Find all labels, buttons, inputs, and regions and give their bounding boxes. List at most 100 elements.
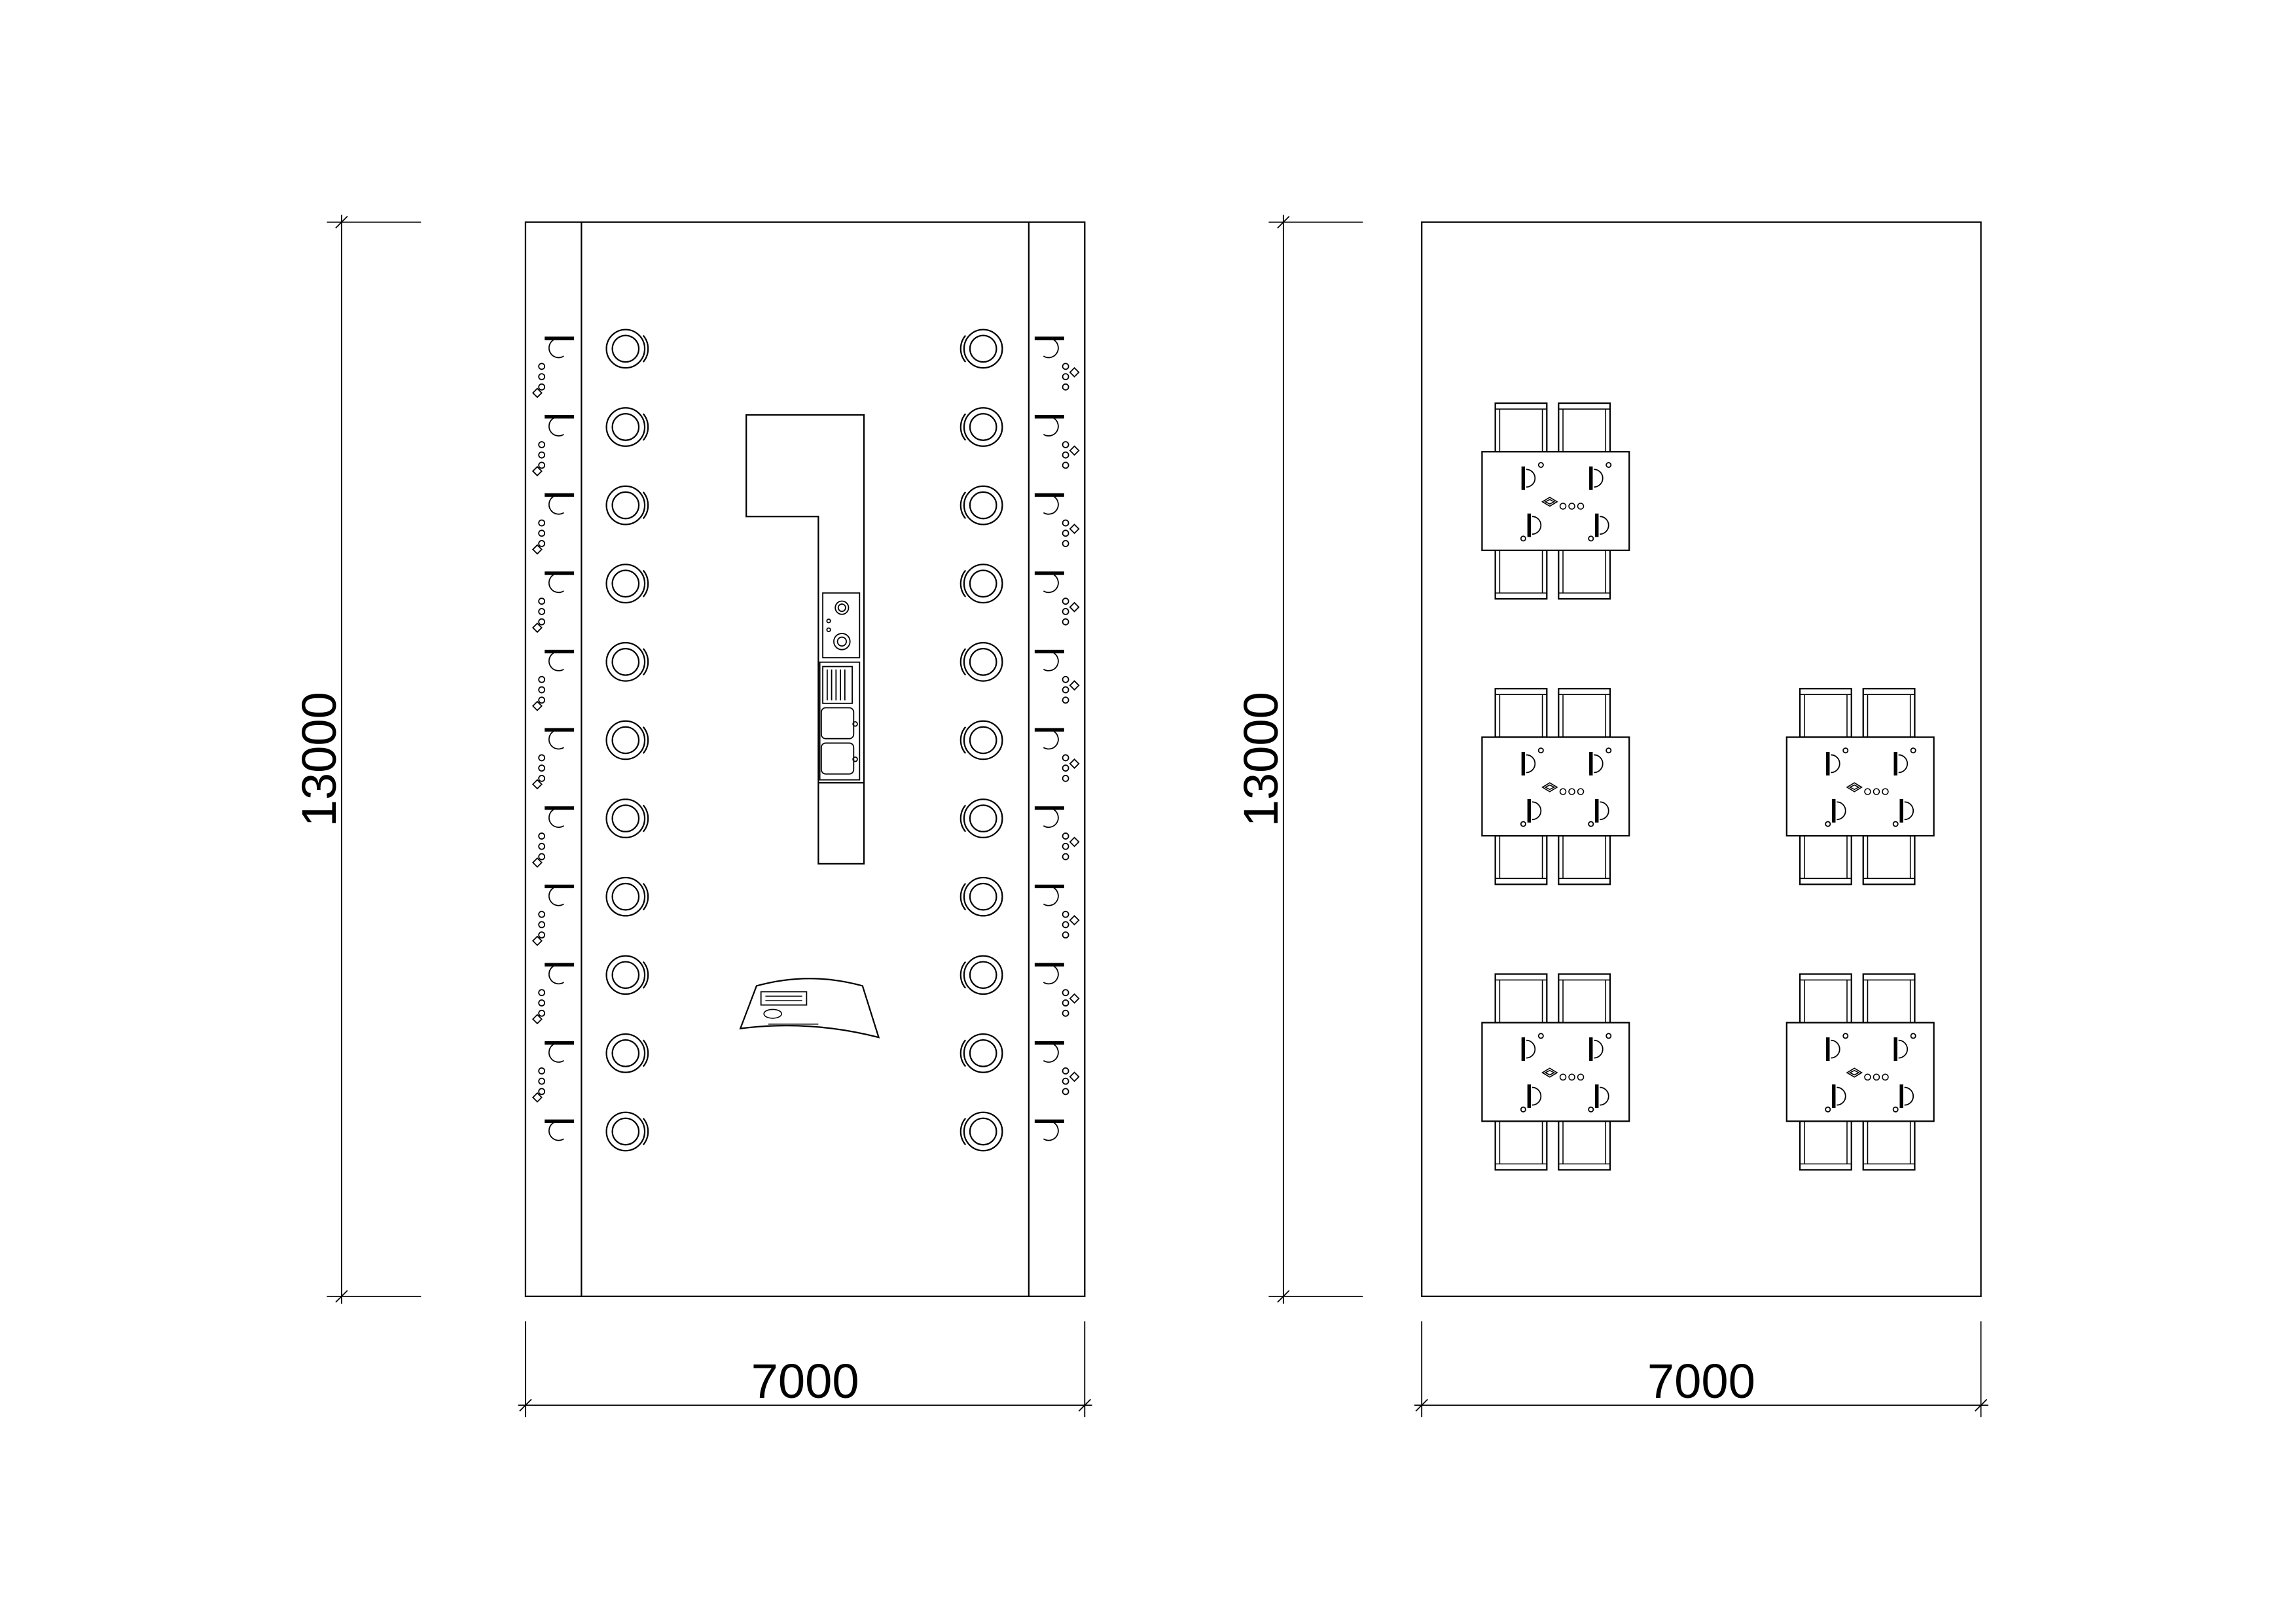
bar-stool (960, 563, 1003, 604)
place-setting (531, 493, 575, 555)
place-setting (1034, 884, 1080, 939)
left-height-label: 13000 (292, 692, 346, 827)
chair (1494, 834, 1548, 885)
left-plan-seating (531, 329, 1080, 1152)
bar-stool (960, 955, 1003, 995)
place-setting (1825, 1084, 1846, 1113)
hob-icon (822, 592, 861, 658)
bar-stool (605, 329, 649, 369)
place-setting (1034, 1041, 1080, 1096)
chair (1494, 1120, 1548, 1171)
right-width-dimension (1414, 1321, 1988, 1418)
chair (1862, 834, 1916, 885)
place-setting (1893, 747, 1916, 776)
place-setting (545, 1119, 575, 1141)
chair (1558, 688, 1611, 738)
chair (1799, 688, 1852, 738)
bar-stool (960, 407, 1003, 447)
dining-table-set (1785, 973, 1935, 1171)
right-width-label: 7000 (1647, 1354, 1755, 1408)
chair (1558, 549, 1611, 600)
bar-stool (605, 407, 649, 447)
place-setting (1892, 1084, 1914, 1113)
chair (1799, 973, 1852, 1024)
bar-stool (605, 720, 649, 760)
centerpiece-icon (1846, 1067, 1889, 1081)
place-setting (1589, 1033, 1612, 1061)
chair (1862, 688, 1916, 738)
centerpiece-icon (1541, 782, 1585, 795)
place-setting (1589, 747, 1612, 776)
dining-table-set (1481, 973, 1630, 1171)
chair (1494, 973, 1548, 1024)
right-plan-dining-tables (1481, 402, 1935, 1171)
chair (1862, 973, 1916, 1024)
place-setting (531, 571, 575, 633)
bar-stool (605, 485, 649, 526)
chair (1494, 688, 1548, 738)
bar-stool (960, 1111, 1003, 1152)
place-setting (1825, 798, 1846, 827)
bar-stool (605, 798, 649, 838)
centerpiece-icon (1541, 1067, 1585, 1081)
chair (1558, 1120, 1611, 1171)
chair (1799, 834, 1852, 885)
right-room-outline (1421, 221, 1982, 1297)
place-setting (1588, 798, 1609, 827)
place-setting (1521, 1033, 1544, 1061)
bar-stool (605, 876, 649, 917)
place-setting (1893, 1033, 1916, 1061)
bar-stool (960, 641, 1003, 682)
place-setting (531, 649, 575, 711)
bar-stool (960, 720, 1003, 760)
place-setting (531, 336, 575, 399)
bar-stool (960, 876, 1003, 917)
place-setting (531, 415, 575, 476)
service-counter (739, 978, 880, 1039)
bar-stool (960, 485, 1003, 526)
place-setting (531, 884, 575, 946)
plan-left (524, 221, 1086, 1297)
place-setting (1034, 336, 1080, 391)
centerpiece-icon (1846, 782, 1889, 795)
place-setting (1588, 1084, 1609, 1113)
chair (1558, 834, 1611, 885)
place-setting (1826, 1033, 1849, 1061)
chair (1558, 402, 1611, 453)
place-setting (1034, 649, 1080, 704)
sink-icon (819, 661, 861, 781)
bar-stool (960, 329, 1003, 369)
right-height-dimension (1268, 215, 1363, 1304)
left-width-label: 7000 (751, 1354, 859, 1408)
kitchen-island (745, 414, 865, 865)
place-setting (1588, 513, 1609, 542)
chair (1799, 1120, 1852, 1171)
bar-stool (960, 1033, 1003, 1073)
centerpiece-icon (1541, 497, 1585, 510)
left-width-dimension (518, 1321, 1092, 1418)
place-setting (1034, 806, 1080, 861)
left-room-outline (524, 221, 1086, 1297)
right-height-label: 13000 (1234, 692, 1288, 827)
place-setting (1034, 728, 1080, 782)
place-setting (1589, 462, 1612, 490)
dining-table-set (1481, 688, 1630, 885)
place-setting (1034, 493, 1080, 547)
place-setting (1520, 513, 1542, 542)
place-setting (1892, 798, 1914, 827)
bar-stool (605, 1111, 649, 1152)
place-setting (1521, 462, 1544, 490)
left-height-dimension (327, 215, 422, 1304)
bar-stool (960, 798, 1003, 838)
chair (1558, 973, 1611, 1024)
bar-stool (605, 955, 649, 995)
bar-stool (605, 641, 649, 682)
chair (1862, 1120, 1916, 1171)
place-setting (531, 963, 575, 1025)
dining-table-set (1481, 402, 1630, 600)
place-setting (1034, 415, 1080, 469)
dining-table-set (1785, 688, 1935, 885)
bar-stool (605, 563, 649, 604)
chair (1494, 402, 1548, 453)
